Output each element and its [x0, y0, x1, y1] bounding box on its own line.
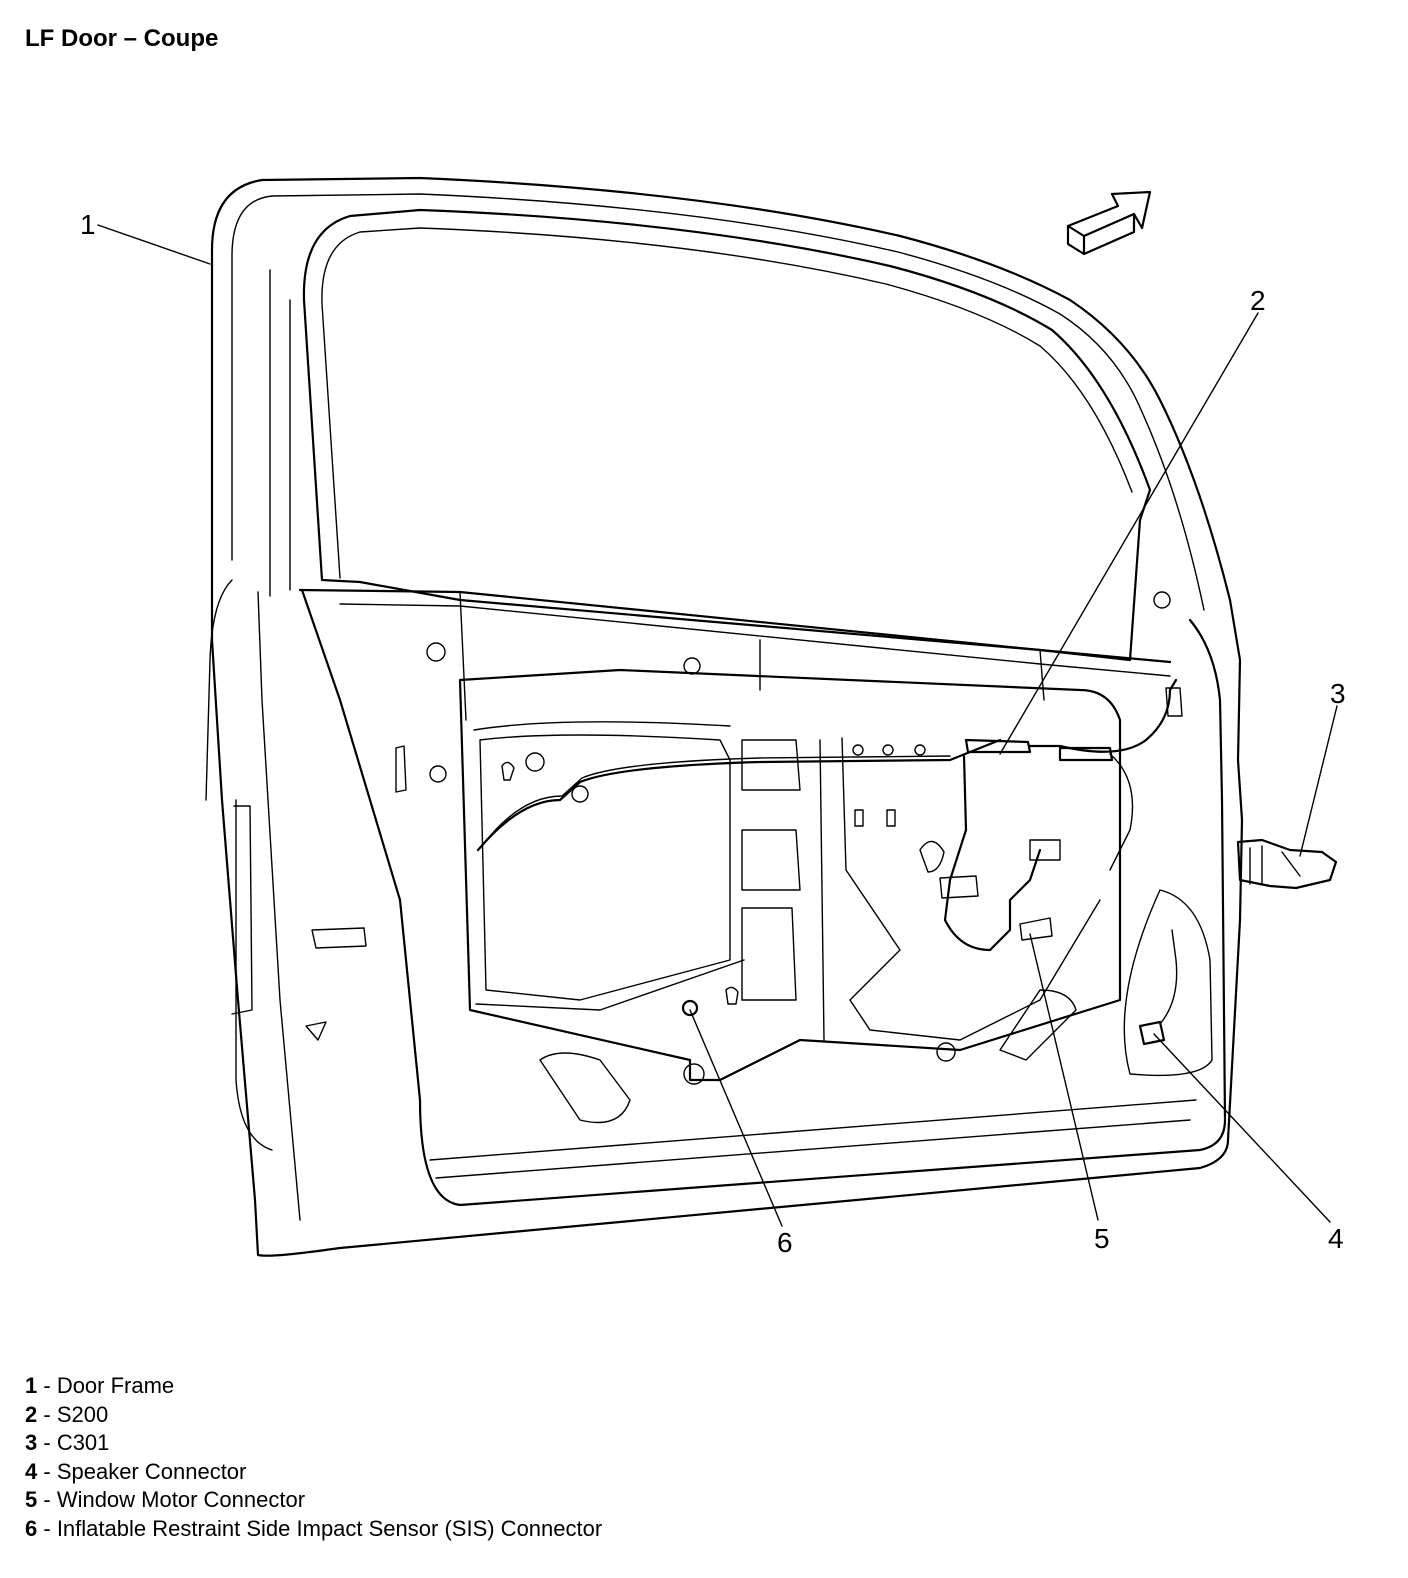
wiring-harness [476, 678, 1183, 952]
legend-item: 4 - Speaker Connector [25, 1458, 247, 1484]
door-frame-outline [210, 176, 1244, 1257]
door-diagram: 1 2 3 4 5 6 [80, 176, 1346, 1258]
callout-number-3: 3 [1330, 678, 1346, 709]
legend: 1 - Door Frame 2 - S200 3 - C301 4 - Spe… [25, 1372, 602, 1544]
sis-connector [681, 999, 699, 1017]
legend-label: Window Motor Connector [56, 1487, 306, 1513]
legend-label: Door Frame [56, 1373, 175, 1398]
legend-label: Speaker Connector [56, 1458, 247, 1484]
legend-number: 3 [25, 1430, 38, 1456]
legend-item: 3 - C301 [25, 1430, 110, 1456]
legend-number: 2 [25, 1401, 38, 1427]
legend-item: 6 - Inflatable Restraint Side Impact Sen… [25, 1515, 603, 1541]
legend-label: S200 [56, 1401, 109, 1427]
callout-number-1: 1 [80, 209, 96, 240]
legend-number: 5 [25, 1487, 38, 1513]
callout-number-6: 6 [777, 1227, 793, 1258]
legend-item: 2 - S200 [25, 1401, 109, 1427]
legend-number: 6 [25, 1515, 38, 1541]
legend-label: C301 [56, 1430, 110, 1456]
c301-connector [1236, 838, 1338, 890]
forward-arrow-icon [1066, 190, 1152, 256]
inner-door-panel [205, 579, 1227, 1221]
legend-item: 5 - Window Motor Connector [25, 1487, 306, 1513]
callout-number-4: 4 [1328, 1223, 1344, 1254]
legend-number: 1 [25, 1373, 38, 1398]
callout-number-2: 2 [1250, 285, 1266, 316]
page-title: LF Door – Coupe [25, 25, 219, 52]
callout-number-5: 5 [1094, 1223, 1110, 1254]
legend-label: Inflatable Restraint Side Impact Sensor … [56, 1515, 603, 1541]
callout-leaders [97, 224, 1338, 1227]
speaker-connector [1138, 929, 1178, 1046]
callout-numbers: 1 2 3 4 5 6 [80, 209, 1346, 1258]
legend-number: 4 [25, 1458, 38, 1484]
legend-item: 1 - Door Frame [25, 1373, 175, 1398]
